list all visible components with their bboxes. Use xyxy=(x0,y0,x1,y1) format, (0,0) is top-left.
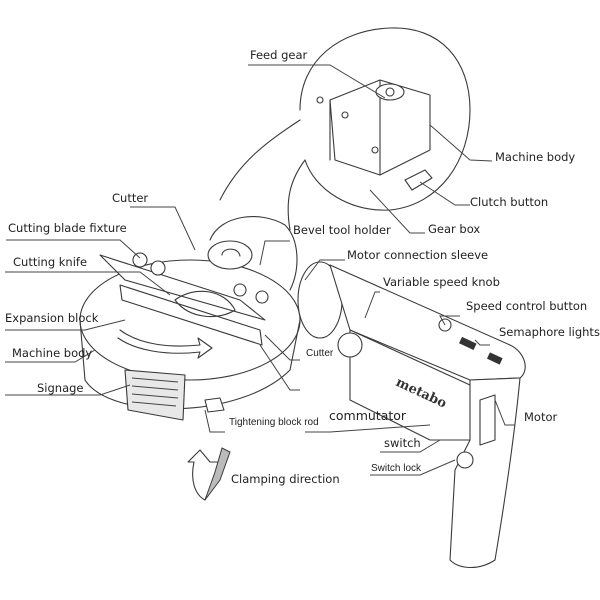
label-cutter-top: Cutter xyxy=(112,191,149,205)
label-variable-speed-knob: Variable speed knob xyxy=(383,275,500,289)
label-clutch-button: Clutch button xyxy=(470,195,549,209)
label-feed-gear: Feed gear xyxy=(250,48,308,62)
label-cutter-mid: Cutter xyxy=(306,348,334,359)
label-cutting-knife: Cutting knife xyxy=(13,255,88,269)
clamp-body xyxy=(79,216,301,421)
motor-unit: metabo xyxy=(297,261,526,569)
leader-lines xyxy=(5,64,515,476)
detail-magnifier xyxy=(219,27,471,231)
label-clamping-direction: Clamping direction xyxy=(231,472,340,486)
label-switch: switch xyxy=(384,436,421,450)
label-machine-body-left: Machine body xyxy=(12,346,93,360)
label-semaphore-lights: Semaphore lights xyxy=(499,325,600,339)
label-machine-body-top: Machine body xyxy=(495,150,576,164)
label-speed-control-button: Speed control button xyxy=(466,299,588,313)
label-motor-connection-sleeve: Motor connection sleeve xyxy=(347,248,489,262)
label-signage: Signage xyxy=(37,381,84,395)
label-expansion-block: Expansion block xyxy=(5,311,99,325)
label-bevel-tool-holder: Bevel tool holder xyxy=(293,223,391,237)
signage-plate xyxy=(124,369,186,421)
label-cutting-blade-fixture: Cutting blade fixture xyxy=(8,221,127,235)
clamping-direction-arrow xyxy=(187,447,231,501)
label-tightening-block-rod: Tightening block rod xyxy=(229,417,319,428)
label-gear-box: Gear box xyxy=(428,222,481,236)
label-commutator: commutator xyxy=(329,408,407,423)
label-switch-lock: Switch lock xyxy=(371,463,422,474)
label-motor: Motor xyxy=(524,410,558,424)
